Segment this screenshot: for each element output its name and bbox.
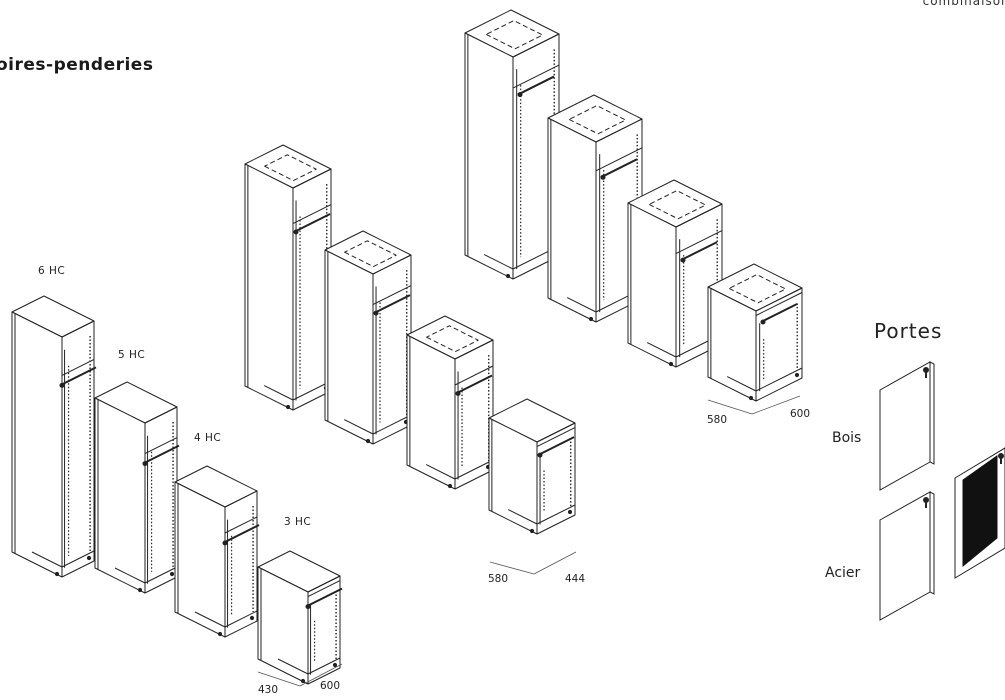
page-title: oires-penderies <box>0 55 154 75</box>
cabinet-back-4hc <box>627 179 723 368</box>
dimension-line <box>257 671 301 687</box>
doors-heading: Portes <box>874 319 943 343</box>
dimension-width-front: 600 <box>320 680 341 692</box>
height-label-4hc: 4 HC <box>194 432 222 444</box>
cabinet-6hc <box>11 295 97 578</box>
door-label-wood: Bois <box>832 430 862 446</box>
corner-heading: combinaisor <box>922 0 1005 8</box>
dimension-width-back: 600 <box>790 408 811 420</box>
dimension-line <box>489 561 535 575</box>
cabinet-5hc <box>94 381 180 594</box>
dimension-line <box>299 663 343 687</box>
cabinet-back-3hc <box>707 263 803 402</box>
height-label-6hc: 6 HC <box>38 265 66 277</box>
cabinet-mid-6hc <box>244 144 332 411</box>
dimension-line <box>751 395 801 415</box>
door-steel <box>879 491 935 621</box>
dimension-depth-back: 580 <box>707 414 728 426</box>
dimension-width-middle: 444 <box>565 573 586 585</box>
cabinet-4hc <box>174 465 260 638</box>
dimension-depth-middle: 580 <box>488 573 509 585</box>
cabinet-mid-3hc <box>488 398 576 535</box>
door-label-steel: Acier <box>825 565 861 581</box>
height-label-3hc: 3 HC <box>284 516 312 528</box>
cabinet-back-6hc <box>464 9 560 280</box>
dimension-depth-front: 430 <box>258 684 279 696</box>
cabinet-mid-4hc <box>406 315 494 490</box>
cabinet-drawings <box>11 9 803 687</box>
dimension-line <box>533 551 577 575</box>
door-drawings <box>879 361 1005 621</box>
door-steel-perforated <box>954 447 1005 579</box>
cabinet-3hc <box>257 550 343 685</box>
height-label-5hc: 5 HC <box>118 349 146 361</box>
door-wood <box>879 361 935 491</box>
cabinet-mid-5hc <box>324 230 412 445</box>
dimension-line <box>707 399 753 415</box>
cabinet-back-5hc <box>547 94 643 323</box>
